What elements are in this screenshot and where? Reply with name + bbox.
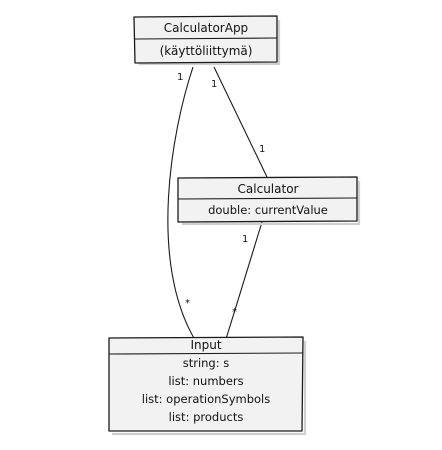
- class-attribute: list: products: [169, 410, 244, 424]
- class-calculatorapp[interactable]: CalculatorApp (käyttöliittymä): [133, 15, 281, 66]
- association-calculator-input: [225, 221, 263, 340]
- multiplicity-calculator-to-input: 1: [242, 234, 248, 245]
- class-attribute: string: s: [183, 356, 230, 370]
- class-stereotype: (käyttöliittymä): [160, 44, 253, 58]
- class-name: Input: [190, 338, 221, 352]
- multiplicity-calculator-from-app: 1: [259, 144, 265, 155]
- multiplicity-input-from-calculator: *: [232, 307, 237, 318]
- class-attribute: list: numbers: [168, 374, 243, 388]
- class-calculator[interactable]: Calculator double: currentValue: [177, 176, 361, 226]
- association-app-input: [167, 66, 196, 341]
- class-name: CalculatorApp: [164, 21, 248, 35]
- multiplicity-input-from-app: *: [185, 298, 190, 309]
- class-name: Calculator: [238, 182, 299, 196]
- association-app-calculator: [213, 66, 268, 178]
- multiplicity-app-to-calculator: 1: [211, 79, 217, 90]
- multiplicity-app-to-input: 1: [177, 72, 183, 83]
- class-attribute: double: currentValue: [208, 203, 328, 217]
- class-input[interactable]: Input string: s list: numbers list: oper…: [108, 336, 307, 436]
- class-attribute: list: operationSymbols: [142, 392, 270, 406]
